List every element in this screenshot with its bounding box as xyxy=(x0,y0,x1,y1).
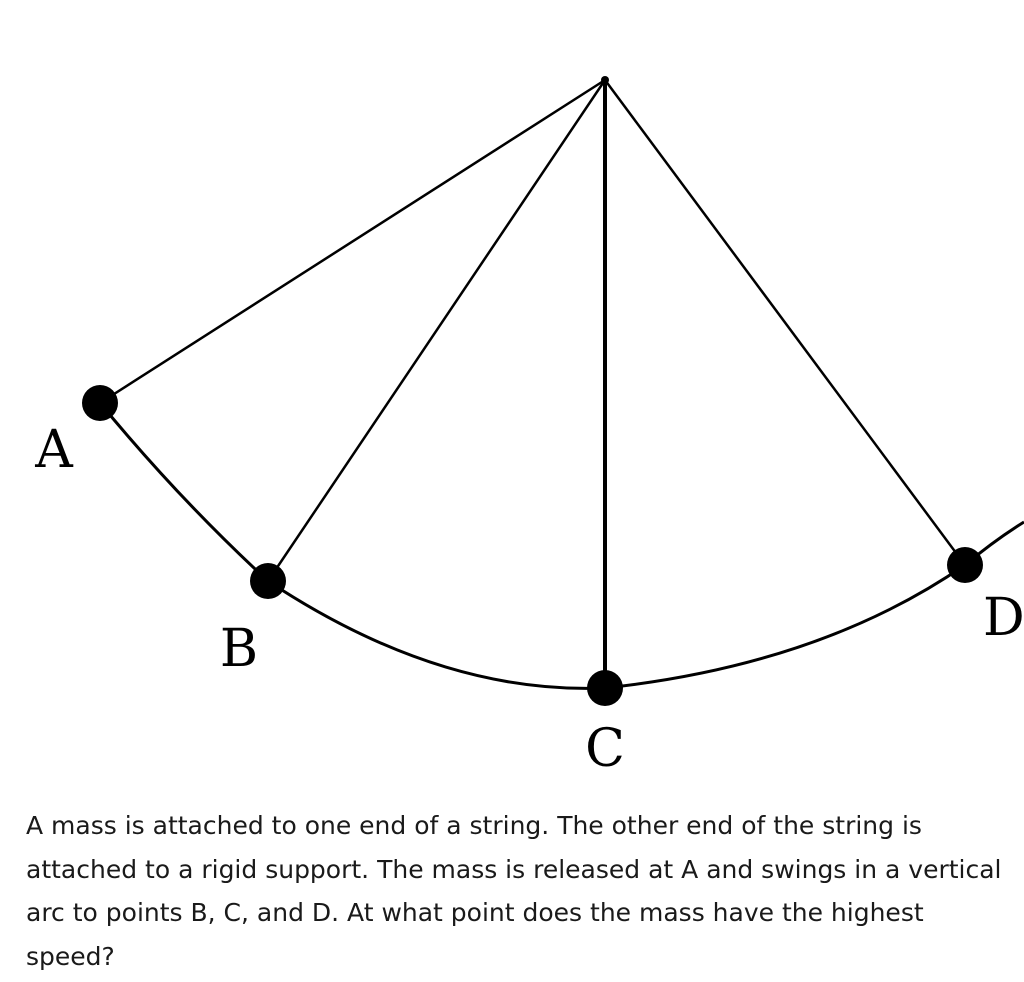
mass-b xyxy=(250,563,286,599)
question-text: A mass is attached to one end of a strin… xyxy=(26,811,1002,971)
label-c: C xyxy=(585,719,625,779)
pivot-point xyxy=(601,76,609,84)
string-to-d xyxy=(603,79,967,566)
mass-d xyxy=(947,547,983,583)
label-d: D xyxy=(983,588,1024,648)
string-to-b xyxy=(266,79,607,582)
label-b: B xyxy=(220,619,258,679)
label-a: A xyxy=(34,420,74,480)
mass-a xyxy=(82,385,118,421)
pendulum-diagram: A B C D xyxy=(34,76,1024,779)
mass-c xyxy=(587,670,623,706)
string-to-a xyxy=(99,78,606,405)
